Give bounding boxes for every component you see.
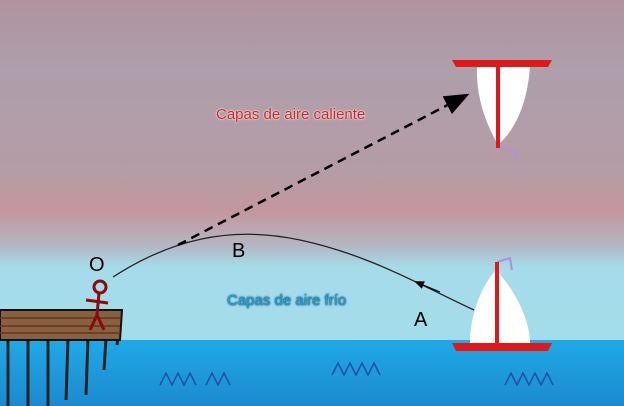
apparent-ray-dashed (177, 93, 470, 247)
mirage-boat (452, 60, 552, 161)
sky (0, 0, 624, 342)
real-boat (452, 256, 552, 351)
cold-air-label: Capas de aire frío (227, 292, 347, 309)
point-b-label: B (232, 240, 246, 262)
point-o-label: O (89, 254, 105, 276)
waves (159, 361, 554, 387)
warm-air-label: Capas de aire caliente (216, 106, 366, 123)
point-a-label: A (414, 309, 428, 331)
ray-arrow (414, 281, 441, 293)
observer-figure (85, 279, 109, 331)
pier (0, 309, 124, 406)
